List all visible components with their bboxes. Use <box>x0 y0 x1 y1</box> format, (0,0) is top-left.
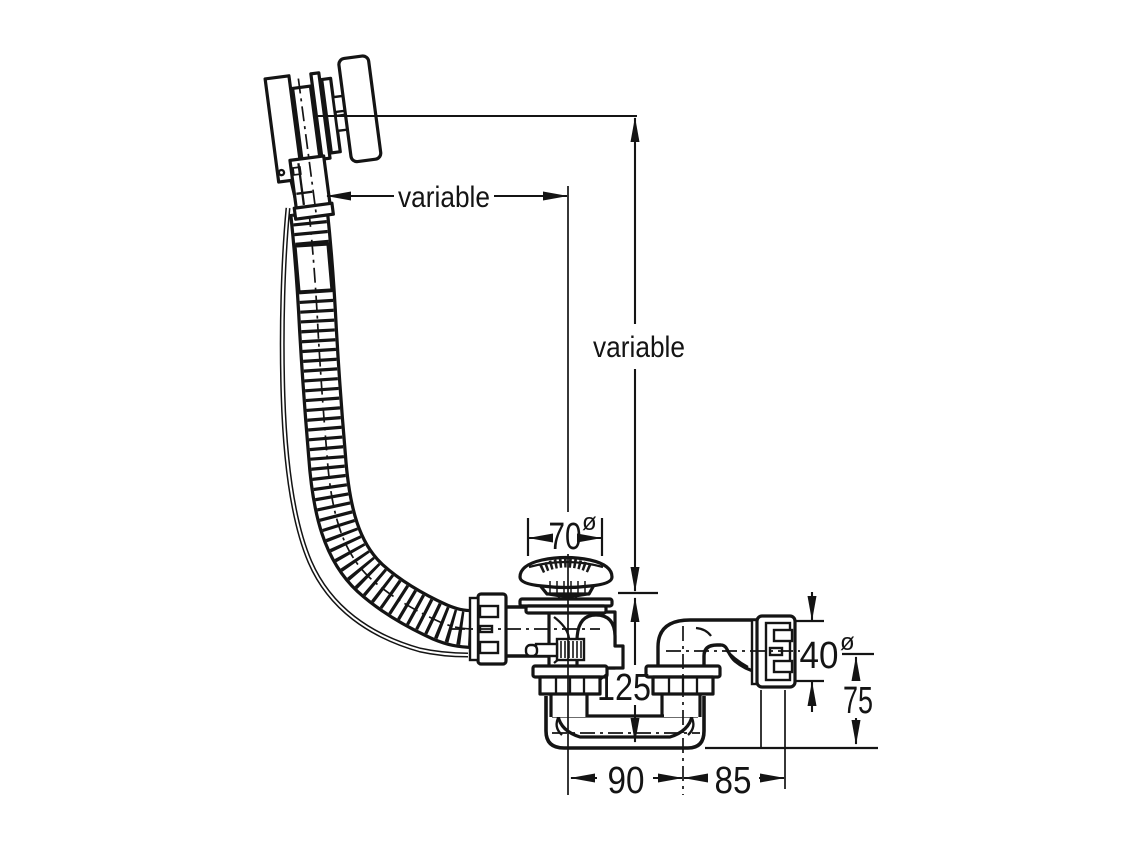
waste-valve-assembly <box>503 555 625 670</box>
hose-connector-band <box>292 201 335 221</box>
hose-centerline <box>308 211 474 630</box>
trap-outlet-nut <box>644 664 722 696</box>
dimension-lines <box>318 114 874 783</box>
label-outlet-diameter-symbol: ø <box>840 629 855 656</box>
plug-cap-hatching <box>539 558 593 574</box>
knob-axis-centerline <box>297 78 317 213</box>
label-variable-horizontal: variable <box>398 181 490 214</box>
cable-arm <box>534 642 559 658</box>
label-outlet-span: 85 <box>715 760 752 802</box>
label-variable-vertical: variable <box>593 331 685 364</box>
label-plug-diameter-symbol: ø <box>582 509 597 536</box>
trap-dish <box>556 715 694 739</box>
label-overall-height: 125 <box>597 667 651 709</box>
label-outlet-height: 75 <box>843 680 873 722</box>
dimension-labels: variable variable 70 ø 125 90 85 40 ø 75 <box>398 181 873 802</box>
flexible-overflow-hose <box>289 209 474 649</box>
label-plug-diameter: 70 <box>549 516 582 558</box>
knob-cap <box>337 54 383 164</box>
label-trap-span: 90 <box>608 760 645 802</box>
valve-bell-housing <box>575 613 625 670</box>
trap-inlet-nut <box>531 664 609 696</box>
centerlines <box>450 186 800 795</box>
trap-body <box>544 693 706 750</box>
label-outlet-diameter: 40 <box>800 635 839 677</box>
cable-end-fitting <box>524 643 539 658</box>
